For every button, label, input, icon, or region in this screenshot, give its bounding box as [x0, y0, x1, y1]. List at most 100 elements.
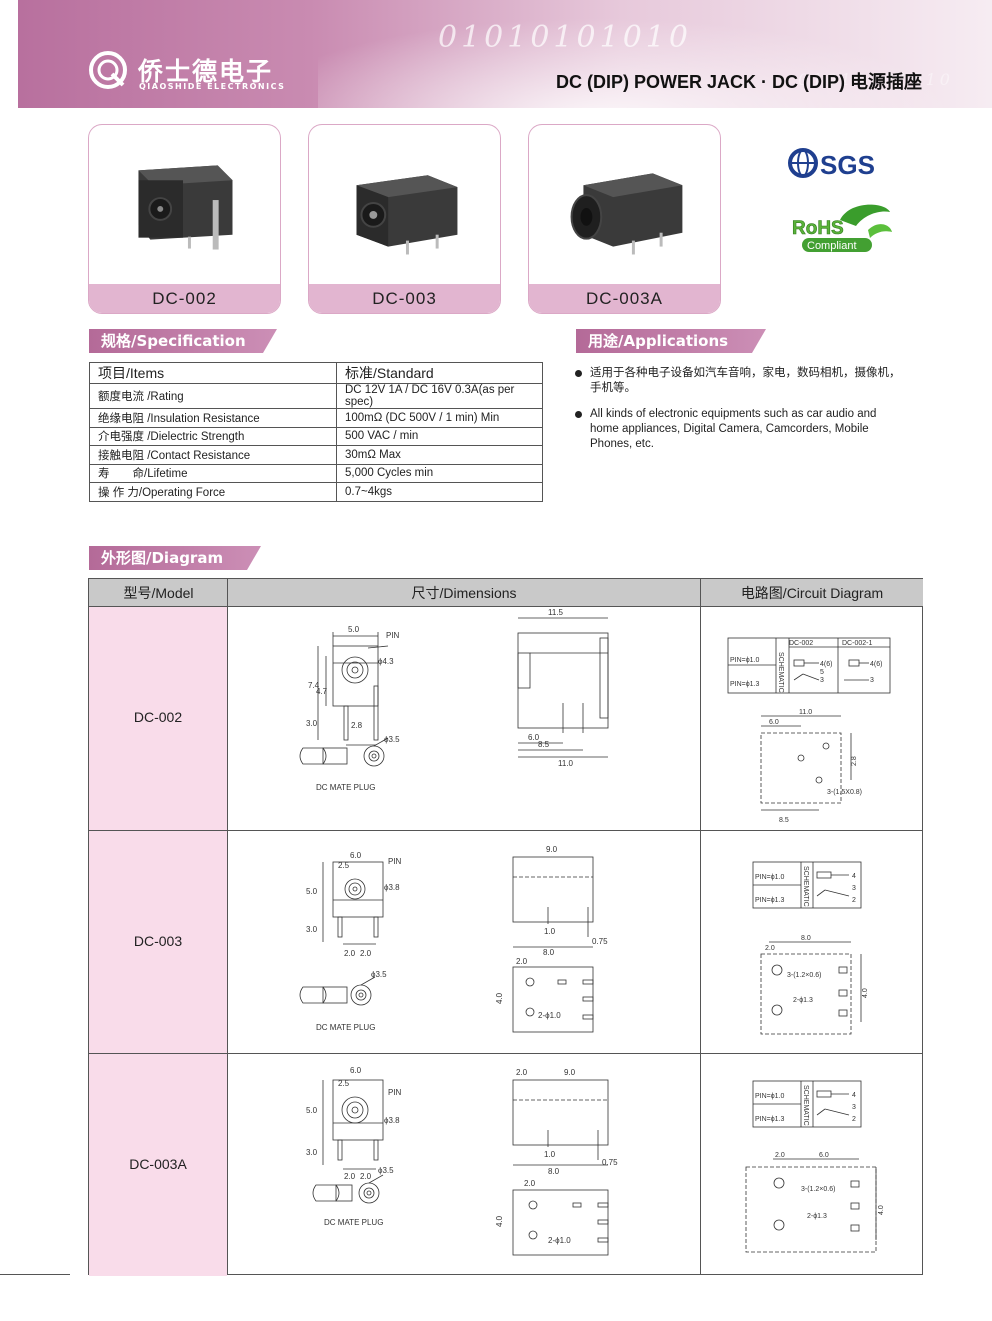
pin-label: PIN	[386, 631, 400, 640]
dim-label: 11.0	[799, 709, 812, 716]
spec-banner: 规格/Specification	[89, 329, 277, 353]
dimension-drawing-dc003a: 6.0 2.5 PIN ϕ3.8 5.0 3.0 2.0 2.0 ϕ3.5 DC…	[306, 1066, 618, 1256]
dim-label: 3.0	[306, 1148, 318, 1157]
dim-label: 0.75	[592, 937, 608, 946]
pin-label: PIN	[388, 1088, 402, 1097]
dim-label: 2.0	[360, 949, 372, 958]
column-divider	[227, 579, 228, 1274]
pin-number: 4	[852, 1092, 856, 1099]
dim-label: 2-ϕ1.0	[538, 1011, 561, 1020]
pin-number: 4	[852, 873, 856, 880]
spec-value: 0.7~4kgs	[336, 482, 543, 502]
compliant-text: Compliant	[807, 240, 857, 252]
sgs-logo-icon: SGS	[788, 148, 875, 180]
spec-item: 额度电流 /Rating	[89, 383, 337, 409]
dim-label: 2.5	[338, 1079, 350, 1088]
dim-label: 2.0	[516, 957, 528, 966]
model-cell-dc003a: DC-003A	[89, 1054, 227, 1276]
dim-label: 1.0	[544, 927, 556, 936]
dim-label: 2.8	[851, 756, 858, 766]
model-name: DC-003A	[129, 1156, 187, 1172]
dim-label: 8.5	[538, 740, 550, 749]
dim-label: 1.0	[544, 1150, 556, 1159]
spec-item: 寿 命/Lifetime	[89, 463, 337, 483]
column-divider	[700, 579, 701, 1274]
dim-label: 2.0	[360, 1172, 372, 1181]
dim-label: 5.0	[306, 1106, 318, 1115]
dim-label: 4.0	[878, 1205, 885, 1215]
circuit-diagram-dc002: DC-002 DC-002-1 PIN=ϕ1.0 PIN=ϕ1.3 SCHEMA…	[727, 637, 891, 824]
model-cell-dc003: DC-003	[89, 831, 227, 1053]
dim-label: 7.4	[308, 681, 320, 690]
product-photo-dc002	[138, 165, 233, 250]
dim-label: 2.0	[524, 1179, 536, 1188]
mate-plug-label: DC MATE PLUG	[316, 1023, 375, 1032]
circuit-col-label: DC-002-1	[842, 640, 872, 647]
pin-label: PIN	[388, 857, 402, 866]
pin-number: 2	[852, 1116, 856, 1123]
spec-value: 500 VAC / min	[336, 426, 543, 446]
pin-size-label: PIN=ϕ1.0	[755, 1093, 785, 1100]
pin-number: 3	[870, 677, 874, 684]
dim-label: 3-(1.2×0.6)	[787, 972, 821, 979]
circuit-diagram-dc003a: PIN=ϕ1.0 PIN=ϕ1.3 SCHEMATIC 4 3 2 2.0 6.…	[745, 1080, 885, 1253]
dim-label: 2.0	[765, 945, 775, 952]
header-binary-decoration-2: 01010101010	[798, 70, 954, 89]
header-binary-decoration: 01010101010	[438, 20, 692, 55]
circuit-diagram-dc003: PIN=ϕ1.0 PIN=ϕ1.3 SCHEMATIC 4 3 2 8.0 2.…	[752, 861, 869, 1035]
dim-label: 6.0	[528, 733, 540, 742]
dim-label: 3-(1.5X0.8)	[827, 789, 862, 796]
spec-item: 介电强度 /Dielectric Strength	[89, 426, 337, 446]
company-logo-icon	[89, 51, 127, 89]
dim-label: 2.0	[775, 1152, 785, 1159]
schematic-label: SCHEMATIC	[802, 866, 809, 907]
dim-label: 4.0	[495, 992, 504, 1004]
page-header: 01010101010 01010101010 侨士德电子 QIAOSHIDE …	[18, 0, 992, 108]
dim-label: 8.0	[801, 935, 811, 942]
mate-plug-label: DC MATE PLUG	[324, 1218, 383, 1227]
spec-item: 绝缘电阻 /Insulation Resistance	[89, 408, 337, 428]
dim-label: 2.0	[516, 1068, 528, 1077]
application-item-en: All kinds of electronic equipments such …	[575, 407, 905, 452]
sgs-text: SGS	[820, 150, 875, 180]
applications-list: 适用于各种电子设备如汽车音响，家电，数码相机，摄像机，手机等。 All kind…	[575, 366, 905, 463]
applications-banner: 用途/Applications	[576, 329, 766, 353]
dimension-drawing-dc002: 5.0 PIN ϕ4.3 7.4 4.7 3.0 2.8 ϕ3.5 DC MAT…	[299, 608, 609, 792]
dimension-drawing-dc003: 6.0 2.5 PIN ϕ3.8 5.0 3.0 2.0 2.0 ϕ3.5 DC…	[299, 845, 608, 1033]
mate-plug-label: DC MATE PLUG	[316, 783, 375, 792]
dim-label: ϕ3.5	[384, 735, 400, 744]
pin-number: 3	[820, 677, 824, 684]
dim-label: 8.5	[779, 817, 789, 824]
spec-value: 30mΩ Max	[336, 445, 543, 465]
pin-number: 3	[852, 1104, 856, 1111]
product-card-dc003a[interactable]: DC-003A	[528, 124, 721, 314]
pin-number: 3	[852, 885, 856, 892]
circuit-col-label: DC-002	[789, 640, 813, 647]
page-title: DC (DIP) POWER JACK · DC (DIP) 电源插座	[556, 72, 922, 92]
product-card-dc002[interactable]: DC-002	[88, 124, 281, 314]
spec-value: 5,000 Cycles min	[336, 463, 543, 483]
dim-label: 11.5	[548, 608, 564, 617]
row-divider	[89, 1053, 922, 1054]
pin-size-label: PIN=ϕ1.3	[730, 681, 760, 688]
product-label: DC-003	[309, 284, 500, 313]
rohs-text: RoHS	[792, 218, 844, 239]
schematic-label: SCHEMATIC	[802, 1085, 809, 1126]
dim-label: 2-ϕ1.0	[548, 1236, 571, 1245]
dim-label: 0.75	[602, 1158, 618, 1167]
spec-value: DC 12V 1A / DC 16V 0.3A(as per spec)	[336, 383, 543, 409]
dim-label: 6.0	[350, 1066, 362, 1075]
company-name-en: QIAOSHIDE ELECTRONICS	[139, 82, 286, 91]
pin-size-label: PIN=ϕ1.3	[755, 1116, 785, 1123]
product-card-dc003[interactable]: DC-003	[308, 124, 501, 314]
col-header-dimensions: 尺寸/Dimensions	[228, 579, 700, 607]
company-name-cn: 侨士德电子	[138, 57, 274, 86]
footer-rule	[0, 1274, 70, 1275]
product-label: DC-002	[89, 284, 280, 313]
pin-number: 5	[820, 669, 824, 676]
